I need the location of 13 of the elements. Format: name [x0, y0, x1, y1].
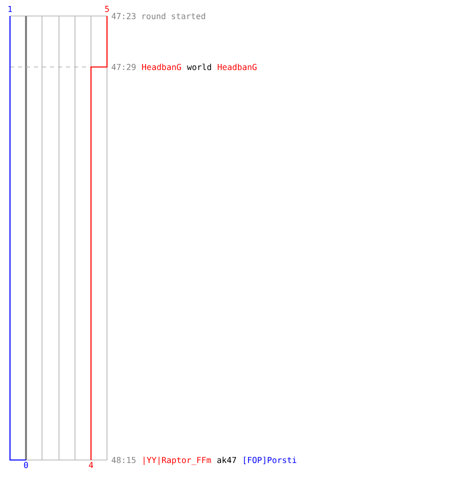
player-name: HeadbanG [218, 64, 257, 70]
axis-number: 0 [24, 462, 28, 468]
event-text: 47:23 round started [112, 12, 206, 20]
event-text: world [186, 64, 211, 70]
timestamp-label: 47:29 [112, 64, 136, 70]
player-name: |YY|Raptor_FFm [144, 456, 211, 465]
player-name: [FOP]Porsti [244, 456, 296, 464]
axis-number: 4 [88, 462, 94, 468]
timestamp-label: 48:15 [112, 456, 136, 464]
player-name: HeadbanG [142, 64, 181, 70]
weapon-name: ak47 [217, 456, 236, 464]
axis-number: 5 [105, 6, 109, 12]
axis-number: 1 [8, 6, 12, 12]
